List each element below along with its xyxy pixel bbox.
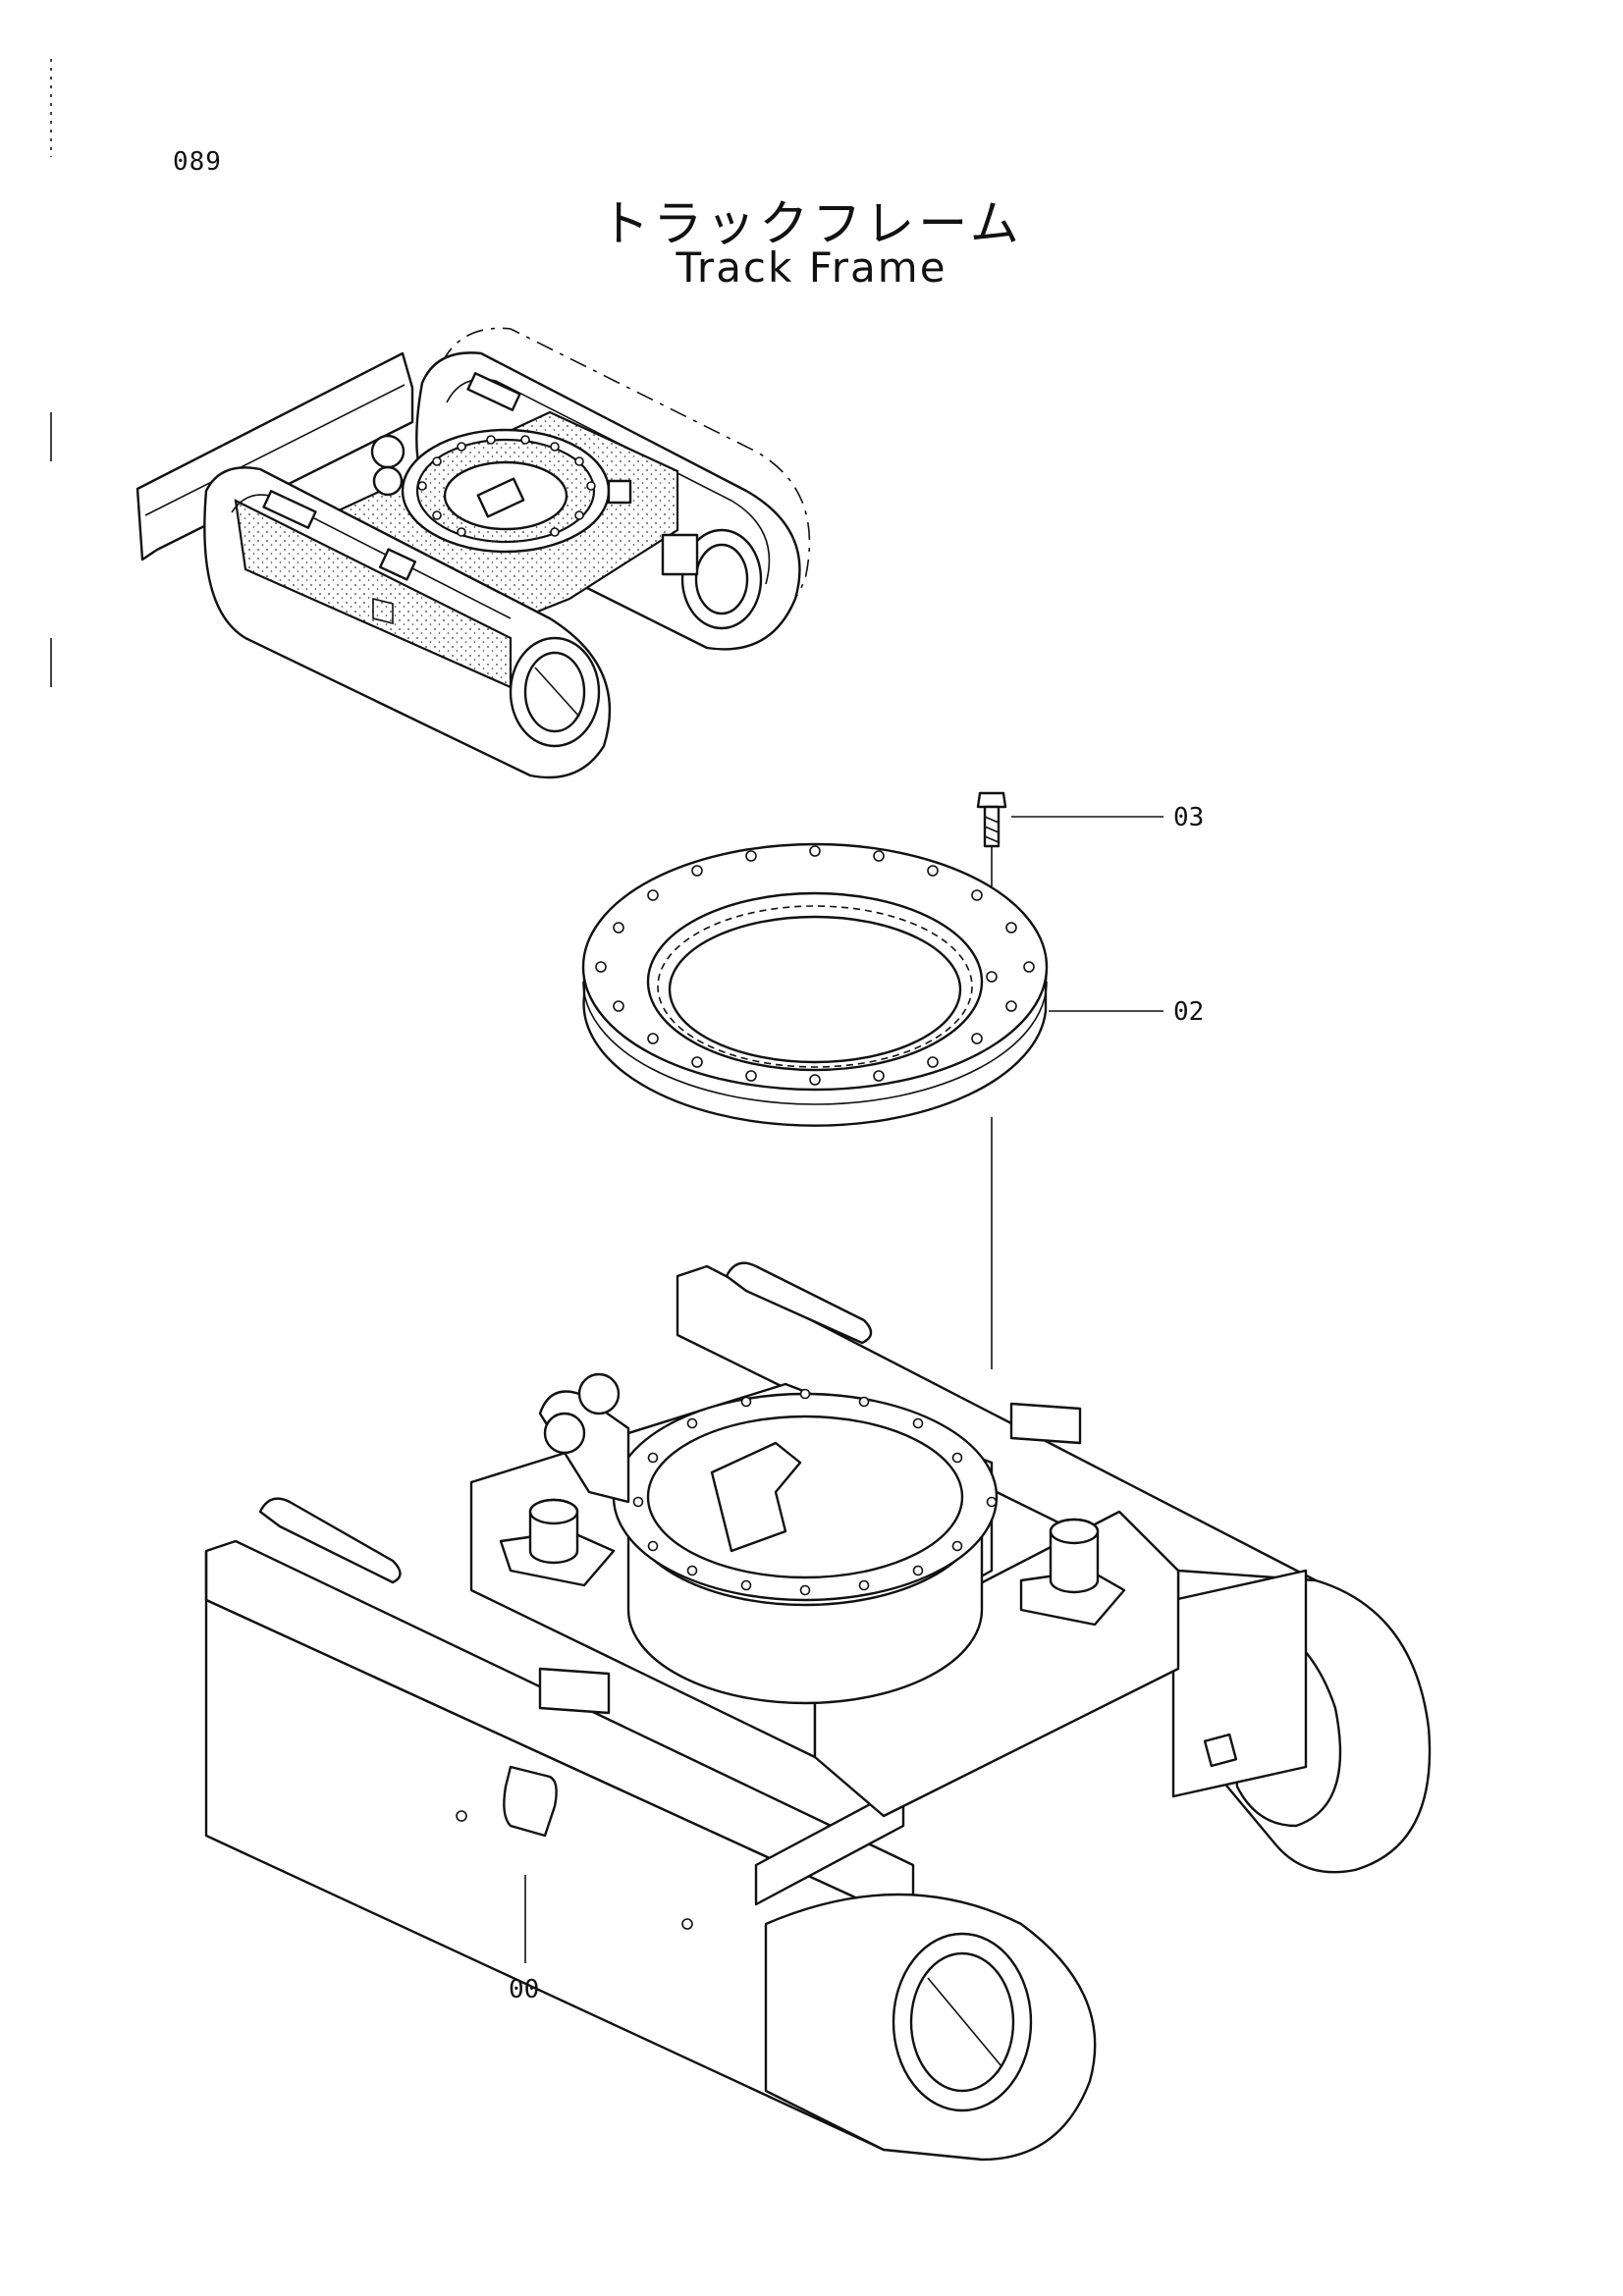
part-00-track-frame [204,1261,1432,2162]
page-number: 089 [173,147,222,177]
part-02-swing-bearing [581,842,1163,1369]
part-label-02: 02 [1173,997,1205,1027]
title-japanese: トラックフレーム [600,195,1023,252]
overview-undercarriage [135,327,811,779]
part-label-00: 00 [509,1975,540,2004]
title-english: Track Frame [676,243,947,292]
frame-bolt-holes [632,1388,998,1596]
part-label-03: 03 [1173,803,1205,832]
ring-bolt-holes [595,845,1035,1086]
overview-bearing-bolts [417,435,596,537]
